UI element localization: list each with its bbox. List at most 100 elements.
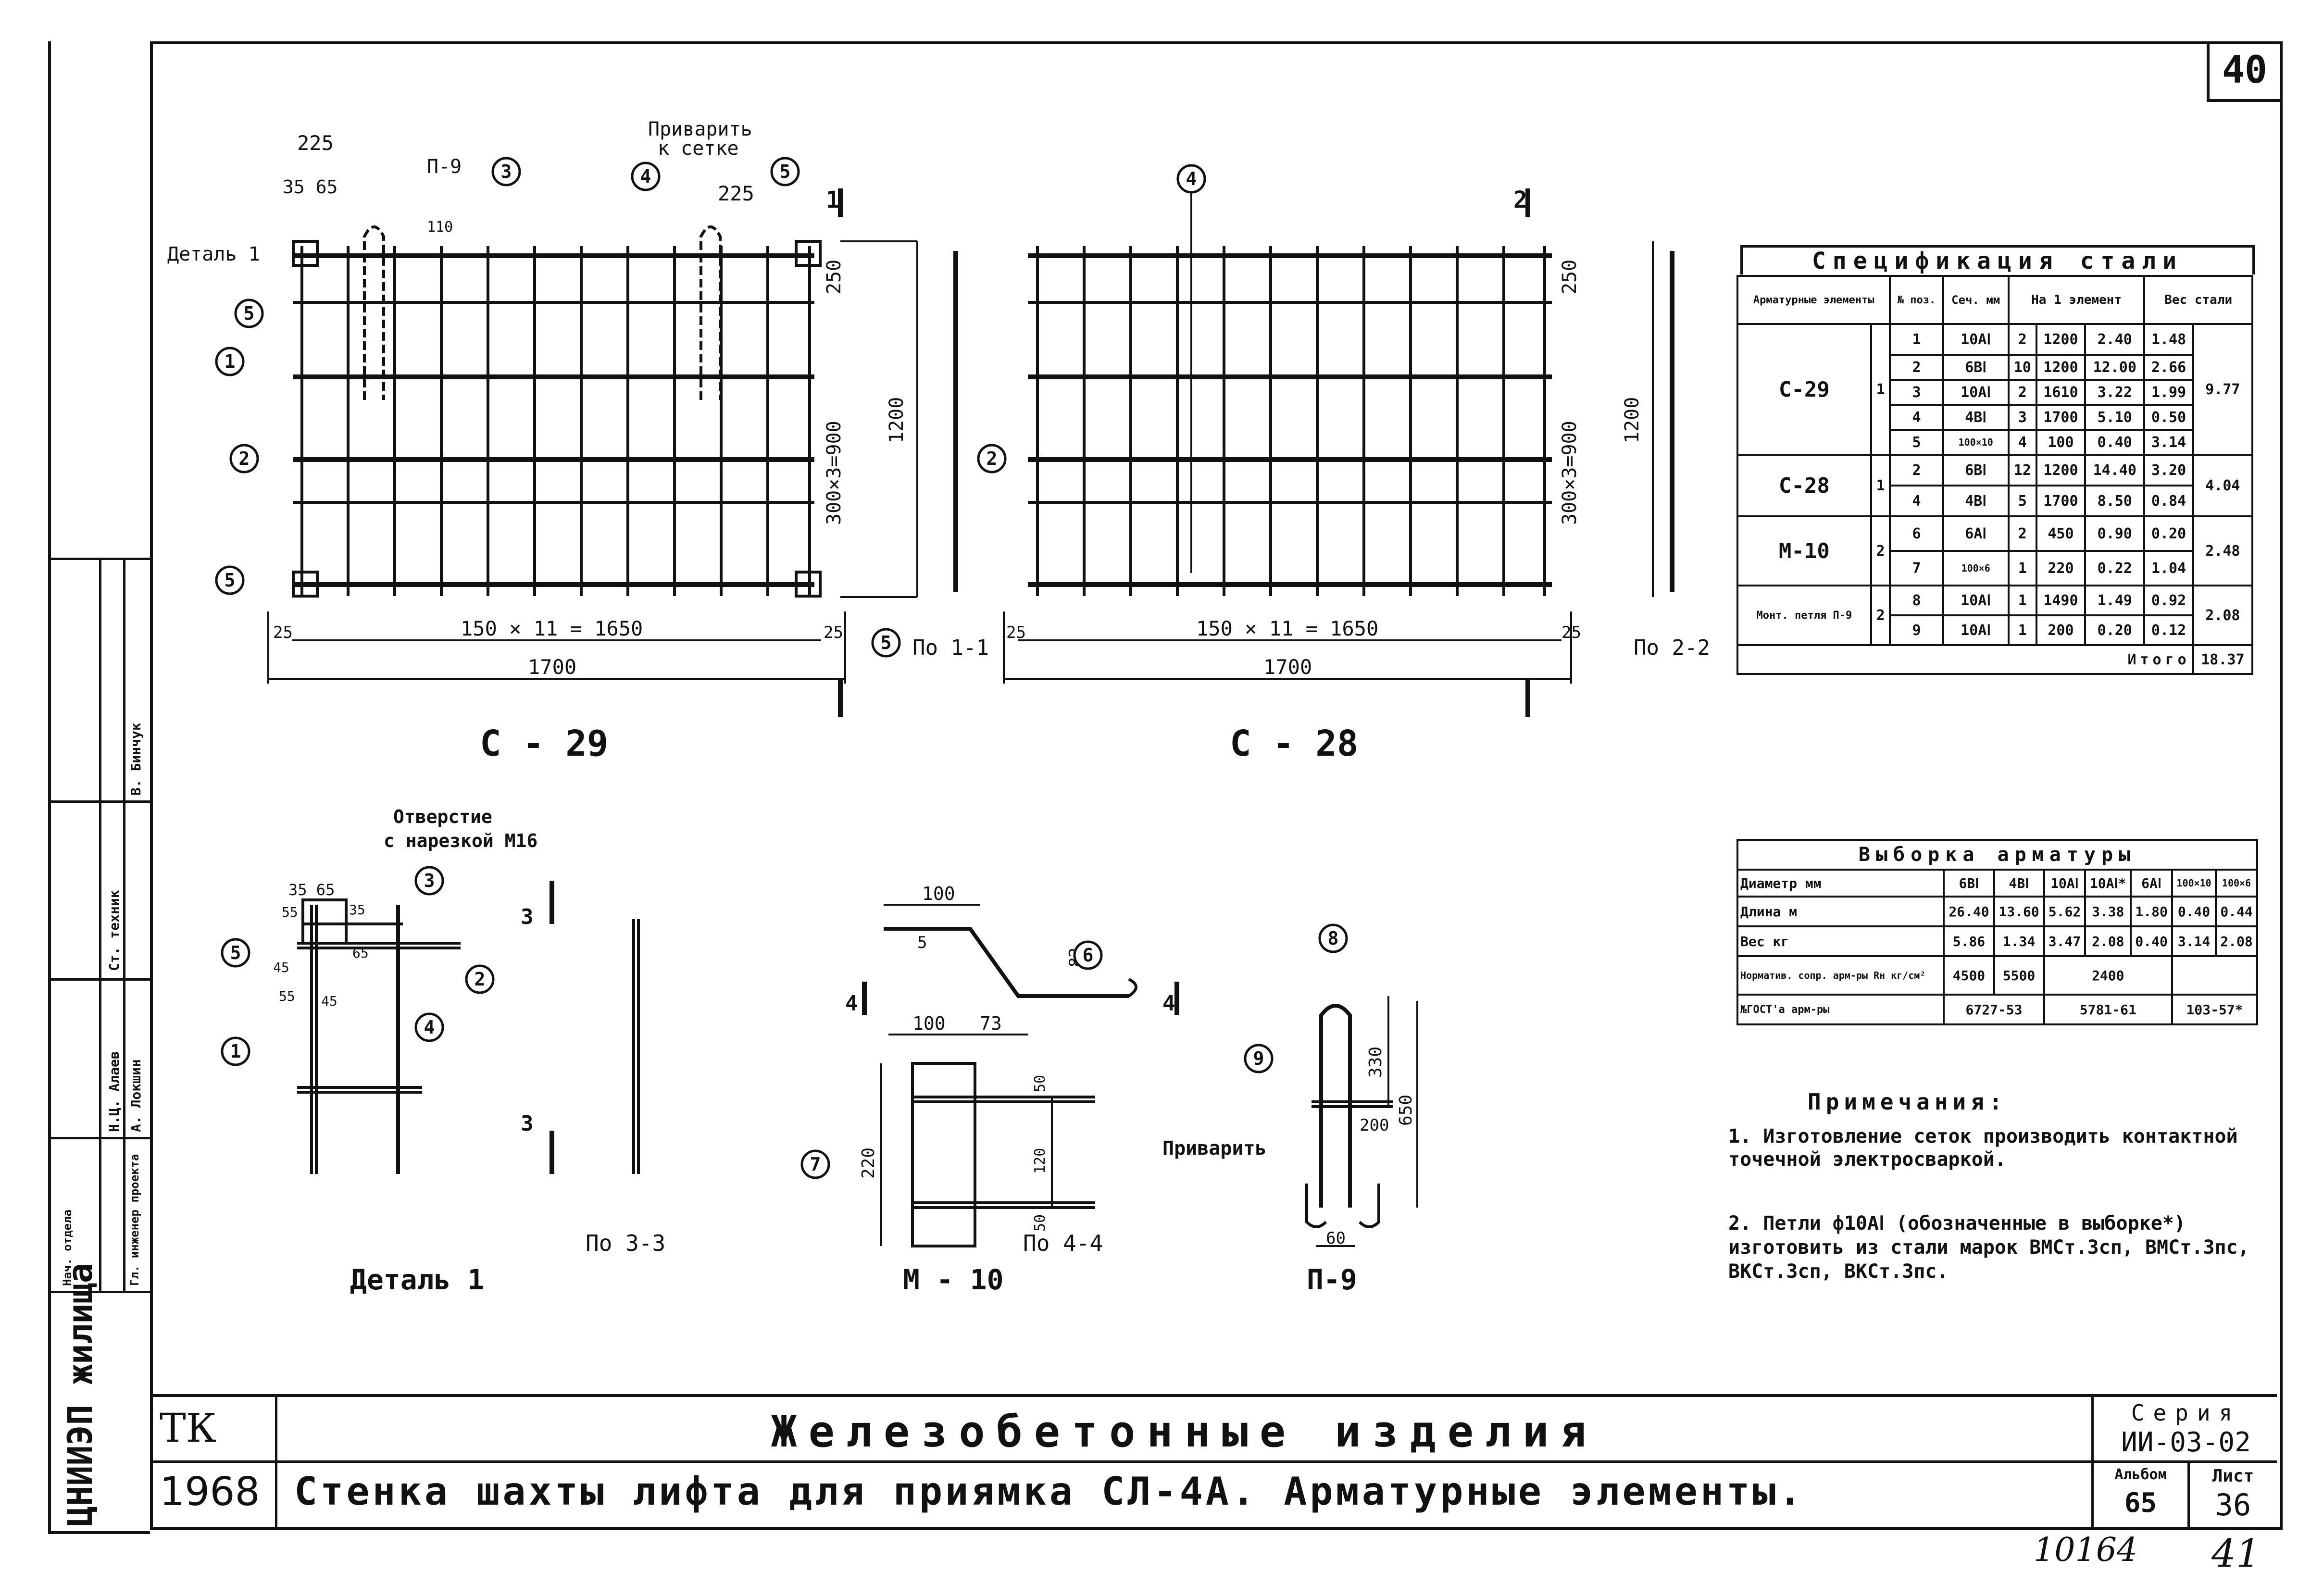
spec-cell: 3 (1889, 379, 1944, 406)
m10-section-4a: 4 (845, 991, 858, 1016)
spec-cell: 4ВⅠ (1942, 485, 2010, 517)
m10-callout-6: 6 (1083, 945, 1094, 966)
detail1-callout-5: 5 (230, 942, 241, 963)
spec-h-sec: Сеч. мм (1942, 275, 2010, 325)
c29-callout-5c: 5 (225, 570, 236, 591)
sheet-frame (150, 41, 2283, 1530)
stamp-col-2 (123, 560, 125, 1291)
m10-dim-73: 73 (980, 1013, 1002, 1034)
c29-callout-4: 4 (640, 166, 651, 187)
tb-year: 1968 (160, 1469, 260, 1515)
p9-weld: Приварить (1162, 1137, 1267, 1160)
tb-sheet-value: 36 (2215, 1487, 2251, 1522)
table-row: Монт. петля П-9 2 8 10АⅠ 1 1490 1.49 0.9… (1736, 585, 2254, 646)
m10-drawing (862, 904, 1179, 1247)
sel-cell: 5.86 (1943, 925, 1995, 957)
spec-cell: 0.50 (2143, 404, 2194, 431)
table-row: М-10 2 6 6АⅠ 2 450 0.90 0.20 2.48 (1736, 515, 2254, 586)
table-row: Вес кг 5.86 1.34 3.47 2.08 0.40 3.14 2.0… (1736, 925, 2258, 957)
c28-callouts (977, 164, 1206, 474)
table-row: Итого 18.37 (1736, 644, 2254, 675)
sel-cell: 100×10 (2171, 869, 2217, 898)
spec-cell: 2 (2007, 515, 2037, 552)
c28-dim-1200: 1200 (1621, 397, 1643, 443)
c29-dim-110: 110 (427, 219, 453, 236)
sel-cell: 5.62 (2043, 896, 2086, 927)
sel-cell: Диаметр мм (1736, 869, 1945, 898)
sel-cell: 5781-61 (2043, 994, 2174, 1025)
spec-cell: 14.40 (2084, 454, 2146, 486)
table-row: С-29 1 1 10АⅠ 2 1200 2.40 1.48 9.77 (1736, 323, 2254, 456)
spec-cell: 1 (1870, 323, 1891, 456)
spec-cell: 100×6 (1942, 550, 2010, 586)
c28-title: С - 28 (1230, 723, 1358, 764)
c29-dim-225-top: 225 (297, 131, 334, 155)
drawing-area: 225 35 65 П-9 Деталь 1 Приварить к сетке… (167, 118, 1710, 1296)
spec-cell: 1490 (2035, 585, 2086, 616)
detail1-hole-label-2: с нарезкой М16 (384, 830, 537, 851)
spec-cell: 8.50 (2084, 485, 2146, 517)
detail1-section-3a: 3 (521, 905, 534, 929)
spec-cell: 5 (1889, 429, 1944, 456)
detail1-callouts (221, 866, 495, 1066)
tb-series-label: Серия (2131, 1400, 2241, 1426)
stamp-row-1-name: В. Бинчук (128, 723, 144, 796)
spec-cell: 2 (2007, 379, 2037, 406)
sel-cell: №ГОСТ'а арм-ры (1736, 994, 1945, 1025)
m10-callout-7: 7 (810, 1154, 821, 1175)
spec-cell: 2 (1889, 354, 1944, 381)
stamp-row-3-role-b: Гл. инженер проекта (128, 1154, 141, 1286)
sel-cell: 26.40 (1943, 896, 1995, 927)
tb-tk: ТК (160, 1406, 217, 1451)
c29-callout-1: 1 (225, 351, 236, 372)
sel-cell: 6ВⅠ (1943, 869, 1995, 898)
spec-cell: 200 (2035, 614, 2086, 646)
stamp-org: ЦНИИЭП жилища (61, 1263, 100, 1526)
c28-callout-4: 4 (1186, 168, 1197, 189)
spec-h-pos: № поз. (1889, 275, 1944, 325)
spec-cell: 2 (1870, 585, 1891, 646)
spec-cell: 3.14 (2143, 429, 2194, 456)
spec-cell: М-10 (1736, 515, 1872, 586)
spec-cell: 100 (2035, 429, 2086, 456)
table-row: 3 10АⅠ 2 1610 3.22 1.99 (1737, 379, 2252, 406)
spec-cell: 10 (2007, 354, 2037, 381)
note-1: 1. Изготовление сеток производить контак… (1728, 1125, 2238, 1171)
tb-album-value: 65 (2124, 1487, 2157, 1519)
sel-cell: Норматив. сопр. арм-ры Rн кг/см² (1736, 955, 1945, 996)
detail1-dim-35-65: 35 65 (288, 881, 335, 899)
sel-cell: 103-57* (2171, 994, 2258, 1025)
spec-cell: 6АⅠ (1942, 515, 2010, 552)
detail1-title: Деталь 1 (350, 1263, 484, 1296)
sel-cell: 6АⅠ (2130, 869, 2174, 898)
spec-cell: 2.48 (2192, 515, 2254, 586)
c29-dim-1200: 1200 (886, 397, 908, 443)
table-row: 2 6ВⅠ 10 1200 12.00 2.66 (1737, 354, 2252, 381)
table-row: С-28 1 2 6ВⅠ 12 1200 14.40 3.20 4.04 (1736, 454, 2254, 517)
c28-dim-1700: 1700 (1263, 655, 1312, 679)
table-row: 4 4ВⅠ 5 1700 8.50 0.84 (1737, 485, 2252, 517)
note-2: 2. Петли ф10АⅠ (обозначенные в выборке*)… (1728, 1212, 2249, 1283)
spec-cell: 10АⅠ (1942, 379, 2010, 406)
c29-callout-2: 2 (239, 448, 250, 469)
spec-cell: 0.20 (2143, 515, 2194, 552)
p9-drawing (1305, 996, 1418, 1247)
left-margin-line (48, 41, 51, 1532)
spec-cell: 450 (2035, 515, 2086, 552)
detail1-section-3b: 3 (521, 1111, 534, 1136)
spec-table: Арматурные элементы № поз. Сеч. мм На 1 … (1736, 275, 2254, 675)
detail1-callout-3: 3 (424, 870, 435, 891)
sel-cell: Длина м (1736, 896, 1945, 927)
c29-weld-label-2: к сетке (658, 137, 739, 160)
spec-cell: 1 (2007, 614, 2037, 646)
c29-dim-900: 300×3=900 (823, 421, 845, 525)
c29-dim-225-right: 225 (718, 182, 754, 205)
tb-vline-3 (2187, 1463, 2190, 1527)
spec-cell: 0.84 (2143, 485, 2194, 517)
spec-cell: 1.49 (2084, 585, 2146, 616)
spec-cell: 1700 (2035, 485, 2086, 517)
table-row: Диаметр мм 6ВⅠ 4ВⅠ 10АⅠ 10АⅠ* 6АⅠ 100×10… (1736, 869, 2258, 898)
c29-section-1: 1 (826, 187, 840, 213)
spec-cell: 10АⅠ (1942, 585, 2010, 616)
spec-cell: 10АⅠ (1942, 614, 2010, 646)
